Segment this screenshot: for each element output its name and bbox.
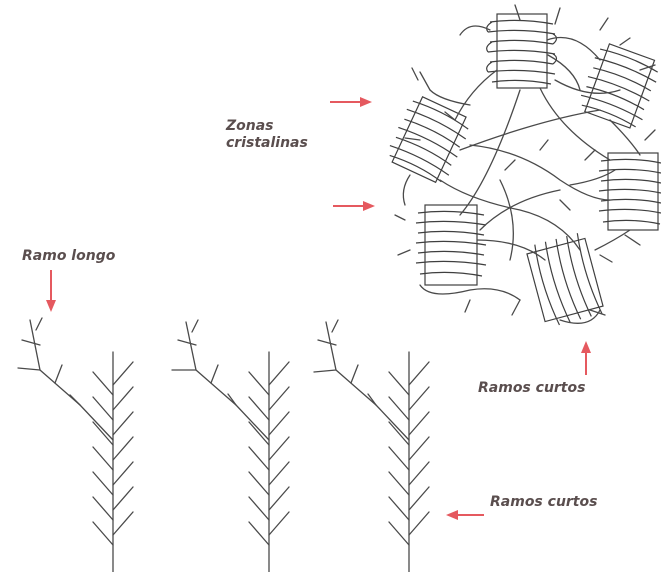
arrow-crystalline-zones-lower (333, 201, 375, 211)
label-short-branches-bottom: Ramos curtos (490, 494, 597, 511)
arrow-short-branches-top (581, 341, 591, 375)
label-short-branches-top: Ramos curtos (478, 380, 585, 397)
crystal-block (525, 232, 605, 329)
branched-chain (172, 320, 289, 572)
crystal-block (487, 14, 557, 88)
crystalline-cluster (384, 5, 661, 328)
arrow-short-branches-bottom (446, 510, 484, 520)
label-crystalline-zones-line2: cristalinas (226, 135, 308, 152)
crystal-block (576, 41, 661, 131)
label-long-branch: Ramo longo (22, 248, 115, 265)
crystal-block (384, 93, 474, 186)
arrow-crystalline-zones-upper (330, 97, 372, 107)
crystal-block (416, 205, 486, 285)
branched-chain (18, 318, 133, 572)
label-crystalline-zones-line1: Zonas (226, 118, 308, 135)
branched-chain (314, 320, 429, 572)
arrow-long-branch (46, 270, 56, 312)
crystal-block (599, 153, 661, 230)
label-crystalline-zones: Zonas cristalinas (226, 118, 308, 152)
